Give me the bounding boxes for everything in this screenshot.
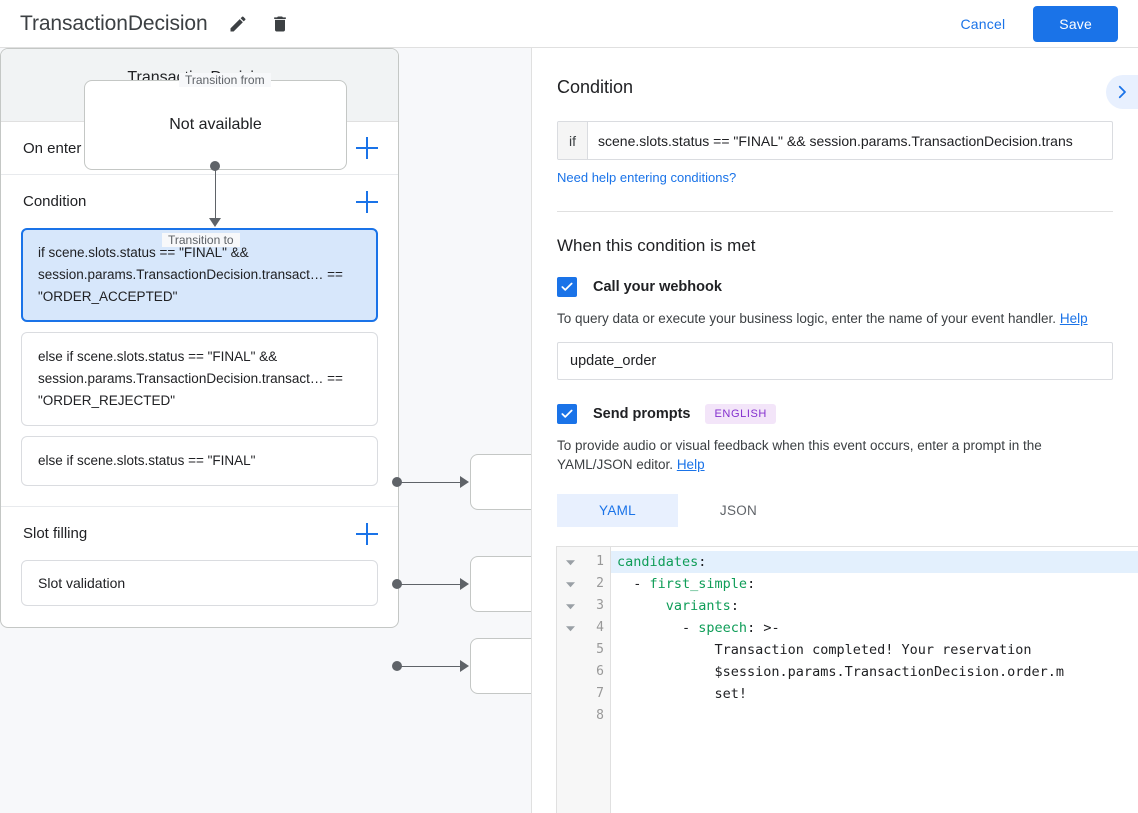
section-condition: Condition <box>1 175 398 228</box>
code-line[interactable]: variants: <box>665 598 739 614</box>
condition-input-row: if <box>557 121 1113 160</box>
add-slot-filling-button[interactable] <box>356 522 378 545</box>
connector-line <box>400 665 462 667</box>
connector-line <box>400 583 462 585</box>
connector-arrow <box>209 218 221 227</box>
connector-arrow <box>460 476 469 488</box>
connector-line <box>214 166 216 221</box>
code-line[interactable] <box>611 705 1138 727</box>
connector-line <box>400 481 462 483</box>
code-fold-spacer <box>557 661 583 683</box>
yaml-code-editor[interactable]: 1 2 3 4 5 6 7 8 candidates: - first_simple: var… <box>556 546 1138 813</box>
webhook-description: To query data or execute your business l… <box>557 309 1113 328</box>
editor-format-tabs: YAML JSON <box>557 494 1113 527</box>
section-divider <box>557 211 1113 212</box>
code-fold-column <box>557 547 583 813</box>
code-fold-spacer <box>557 683 583 705</box>
connector-dot <box>392 579 402 589</box>
code-line-number: 3 <box>596 598 604 613</box>
page-title: TransactionDecision <box>20 11 208 35</box>
topbar-actions: Cancel Save <box>945 5 1118 42</box>
section-label: Condition <box>23 193 87 210</box>
condition-list: if scene.slots.status == "FINAL" && sess… <box>1 228 398 506</box>
language-badge: ENGLISH <box>705 404 776 424</box>
top-app-bar: TransactionDecision Cancel Save <box>0 0 1138 48</box>
transition-from-title: Not available <box>169 116 262 133</box>
when-met-heading: When this condition is met <box>557 236 756 255</box>
webhook-handler-input[interactable] <box>557 342 1113 380</box>
code-line-numbers: 1 2 3 4 5 6 7 8 <box>583 547 611 813</box>
section-slot-filling-wrapper: Slot filling Slot validation <box>1 506 398 606</box>
code-line-number: 8 <box>596 708 604 723</box>
code-line-number: 2 <box>596 576 604 591</box>
code-line-number: 4 <box>596 620 604 635</box>
cancel-button[interactable]: Cancel <box>945 8 1022 40</box>
section-slot-filling: Slot filling <box>1 507 398 560</box>
prompts-help-link[interactable]: Help <box>676 457 705 472</box>
when-condition-met-section: When this condition is met Call your web… <box>532 212 1138 527</box>
section-label: Slot filling <box>23 525 88 542</box>
condition-input[interactable] <box>588 122 1112 159</box>
code-line[interactable]: Transaction completed! Your reservation <box>617 642 1032 658</box>
trash-icon[interactable] <box>268 12 292 36</box>
condition-item[interactable]: else if scene.slots.status == "FINAL" <box>21 436 378 486</box>
code-line[interactable]: - first_simple: <box>617 576 756 592</box>
code-line[interactable]: - speech: >- <box>617 620 780 636</box>
code-line-number: 6 <box>596 664 604 679</box>
code-fold-arrow-icon[interactable] <box>557 617 583 639</box>
code-fold-spacer <box>557 639 583 661</box>
connector-arrow <box>460 660 469 672</box>
target-node-stub[interactable] <box>470 638 531 694</box>
webhook-checkbox[interactable] <box>557 277 577 297</box>
section-on-enter: On enter <box>1 122 398 175</box>
prompts-label: Send prompts <box>593 406 691 422</box>
add-on-enter-button[interactable] <box>356 137 378 159</box>
tab-yaml[interactable]: YAML <box>557 494 678 527</box>
condition-item[interactable]: else if scene.slots.status == "FINAL" &&… <box>21 332 378 426</box>
chevron-right-icon[interactable] <box>1106 75 1138 109</box>
transition-from-legend: Transition from <box>179 73 271 87</box>
save-button[interactable]: Save <box>1033 5 1118 42</box>
prompts-checkbox[interactable] <box>557 404 577 424</box>
target-node-stub[interactable] <box>470 454 531 510</box>
code-line-number: 1 <box>596 554 604 569</box>
transition-to-legend: Transition to <box>162 233 240 247</box>
connector-dot <box>392 477 402 487</box>
code-fold-arrow-icon[interactable] <box>557 551 583 573</box>
code-line[interactable]: set! <box>617 686 748 702</box>
add-condition-button[interactable] <box>356 190 378 213</box>
target-node-stub[interactable] <box>470 556 531 612</box>
tab-json[interactable]: JSON <box>719 503 758 518</box>
code-line[interactable]: $session.params.TransactionDecision.orde… <box>617 664 1065 680</box>
code-line[interactable]: candidates: <box>611 551 1138 573</box>
condition-help-link[interactable]: Need help entering conditions? <box>557 170 737 185</box>
code-line-number: 5 <box>596 642 604 657</box>
pencil-icon[interactable] <box>226 12 250 36</box>
code-content[interactable]: candidates: - first_simple: variants: - … <box>611 547 1138 813</box>
prompts-checkbox-row: Send prompts ENGLISH <box>557 404 1113 424</box>
condition-section: Condition if Need help entering conditio… <box>532 48 1138 212</box>
prompts-description: To provide audio or visual feedback when… <box>557 436 1113 474</box>
code-fold-arrow-icon[interactable] <box>557 595 583 617</box>
webhook-description-text: To query data or execute your business l… <box>557 311 1057 326</box>
webhook-checkbox-row: Call your webhook <box>557 277 1113 297</box>
webhook-label: Call your webhook <box>593 279 722 295</box>
webhook-help-link[interactable]: Help <box>1059 311 1088 326</box>
section-label: On enter <box>23 139 82 157</box>
connector-arrow <box>460 578 469 590</box>
if-label: if <box>558 122 588 159</box>
code-fold-arrow-icon[interactable] <box>557 573 583 595</box>
transition-from-node[interactable]: Transition from Not available <box>84 73 347 170</box>
code-line-number: 7 <box>596 686 604 701</box>
scene-graph-canvas: Transition from Not available Transition… <box>0 48 531 813</box>
connector-dot <box>392 661 402 671</box>
condition-item[interactable]: if scene.slots.status == "FINAL" && sess… <box>21 228 378 322</box>
slot-validation-item[interactable]: Slot validation <box>21 560 378 606</box>
prompts-description-text: To provide audio or visual feedback when… <box>557 438 1042 472</box>
panel-title: Condition <box>557 77 634 97</box>
code-fold-spacer <box>557 705 583 727</box>
